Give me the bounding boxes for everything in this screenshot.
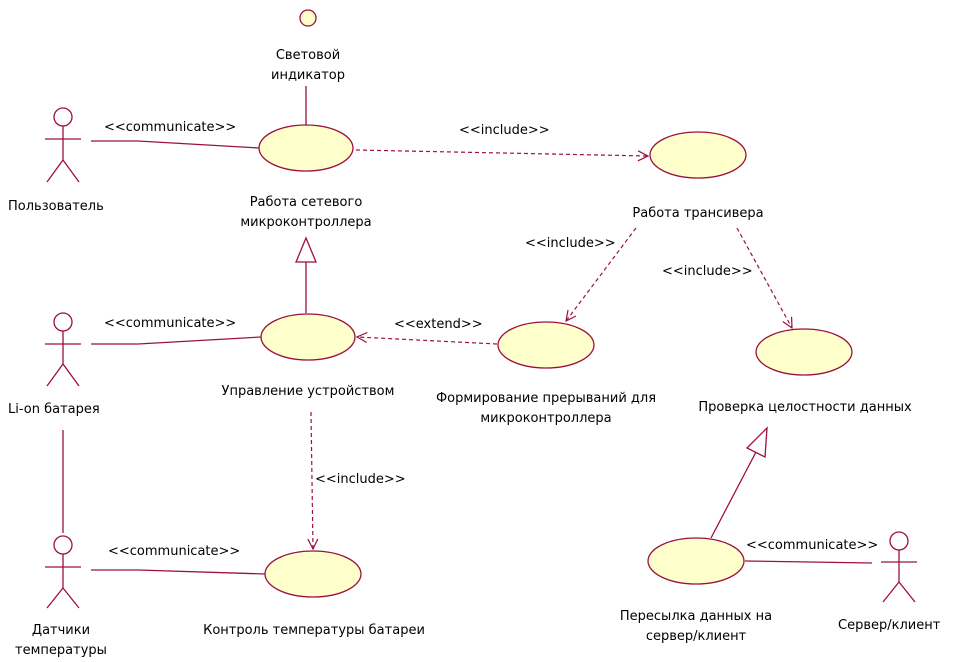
assoc-sensor-temp-control — [91, 569, 266, 575]
stereotype-communicate-label: <<communicate>> — [104, 316, 237, 331]
assoc-user-network-mcu — [91, 140, 260, 149]
include-device-temp — [311, 411, 313, 549]
usecase-temp-control-label: Контроль температуры батареи — [203, 623, 425, 638]
assoc-server-data-transfer — [744, 560, 873, 564]
usecase-integrity[interactable] — [755, 328, 853, 376]
include-transceiver-integrity — [736, 227, 792, 328]
actor-battery-icon[interactable] — [45, 312, 81, 387]
usecase-interrupts-label: Формирование прерываний для микроконтрол… — [435, 391, 657, 426]
actor-user-icon[interactable] — [45, 107, 81, 183]
stereotype-communicate-label: <<communicate>> — [746, 538, 879, 553]
usecase-data-transfer-label: Пересылка данных на сервер/клиент — [619, 609, 773, 644]
actor-sensor-icon[interactable] — [45, 535, 81, 609]
actor-server-icon[interactable] — [881, 531, 917, 603]
stereotype-include-label: <<include>> — [459, 123, 550, 138]
actor-sensor-label: Датчики температуры — [15, 623, 107, 658]
generalization-arrowhead — [745, 426, 768, 459]
usecase-interrupts[interactable] — [497, 321, 595, 369]
usecase-transceiver-label: Работа трансивера — [632, 206, 764, 221]
actor-server-label: Сервер/клиент — [838, 618, 941, 633]
usecase-device-control-label: Управление устройством — [221, 384, 395, 399]
include-transceiver-interrupts — [566, 227, 637, 321]
indicator-label: Световой индикатор — [271, 48, 345, 83]
actor-user-label: Пользователь — [8, 199, 104, 214]
usecase-temp-control[interactable] — [264, 550, 362, 598]
usecase-integrity-label: Проверка целостности данных — [698, 400, 912, 415]
usecase-data-transfer[interactable] — [647, 537, 745, 585]
assoc-battery-device-control — [91, 336, 262, 345]
usecase-network-mcu-label: Работа сетевого микроконтроллера — [240, 195, 372, 230]
usecase-transceiver[interactable] — [649, 131, 747, 179]
stereotype-extend-label: <<extend>> — [394, 317, 483, 332]
stereotype-include-label: <<include>> — [315, 472, 406, 487]
include-mcu-transceiver — [355, 149, 648, 156]
actor-battery-label: Li-on батарея — [8, 402, 100, 417]
usecase-network-mcu[interactable] — [258, 124, 354, 172]
indicator-circle[interactable] — [299, 9, 317, 27]
generalization-line-transfer-integrity — [710, 451, 757, 539]
stereotype-communicate-label: <<communicate>> — [104, 120, 237, 135]
stereotype-include-label: <<include>> — [525, 236, 616, 251]
stereotype-include-label: <<include>> — [662, 264, 753, 279]
usecase-device-control[interactable] — [260, 313, 356, 361]
stereotype-communicate-label: <<communicate>> — [108, 544, 241, 559]
generalization-arrowhead — [295, 236, 317, 263]
extend-interrupts-device-control — [357, 337, 498, 345]
